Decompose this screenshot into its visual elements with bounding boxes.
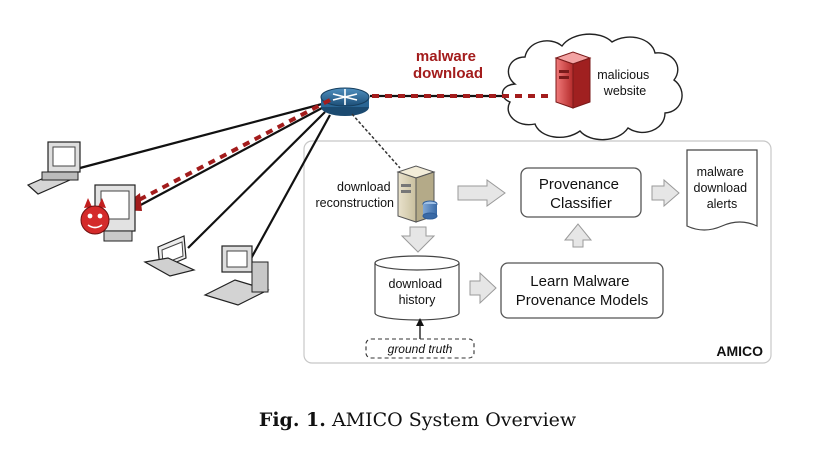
caption-prefix: Fig. 1. <box>258 409 326 431</box>
arrow-models-to-classifier <box>563 223 593 248</box>
ground-truth-box <box>365 338 475 359</box>
learn-models-box <box>500 262 664 319</box>
provenance-classifier-box <box>520 167 642 218</box>
malicious-website-label: malicious website <box>597 68 653 98</box>
laptop-icon <box>143 235 196 277</box>
malware-alerts-label: malware download alerts <box>694 165 751 211</box>
amico-label: AMICO <box>716 343 763 359</box>
arrow-to-alerts <box>651 178 680 208</box>
alerts-document <box>686 149 758 231</box>
download-reconstruction-label: download reconstruction <box>315 180 394 210</box>
malware-devil-icon <box>80 198 110 235</box>
cloud-shape <box>501 33 683 141</box>
arrow-to-classifier <box>457 179 506 207</box>
figure-caption: Fig. 1. AMICO System Overview <box>0 409 835 431</box>
learn-models-label: Learn Malware Provenance Models <box>516 273 649 309</box>
caption-text: AMICO System Overview <box>331 409 577 431</box>
malware-download-label: malware download <box>413 48 483 82</box>
workstation-icon <box>203 245 270 306</box>
desktop-computer-icon <box>26 141 81 195</box>
ground-truth-label: ground truth <box>388 342 453 356</box>
arrow-to-learn-models <box>469 271 497 305</box>
ground-truth-arrowhead <box>416 318 424 326</box>
amico-system-box <box>303 140 772 364</box>
router-icon <box>320 87 370 116</box>
malicious-server-icon <box>554 51 592 109</box>
provenance-classifier-label: Provenance Classifier <box>539 176 623 212</box>
arrow-to-history <box>400 226 436 253</box>
download-history-database <box>374 255 460 321</box>
reconstruction-server-icon <box>396 165 438 223</box>
flow-arrows <box>400 178 680 305</box>
network-links <box>79 94 548 265</box>
download-history-label: download history <box>389 277 446 307</box>
tap-link <box>351 113 401 169</box>
